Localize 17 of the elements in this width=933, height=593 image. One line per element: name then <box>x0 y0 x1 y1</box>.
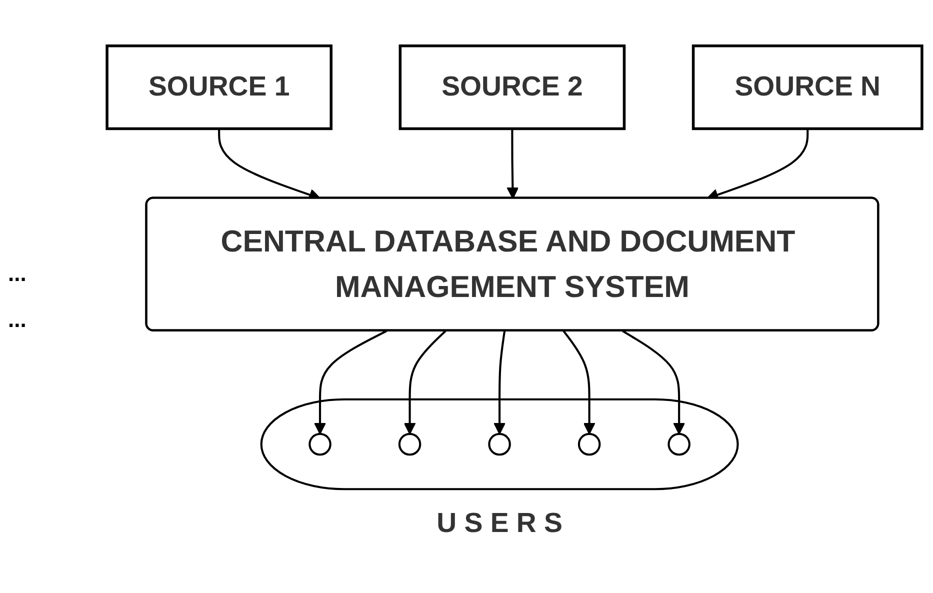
arrow <box>493 330 506 434</box>
ellipsis-note: ... <box>8 306 28 332</box>
node-circle <box>488 432 511 456</box>
arrow <box>562 330 596 434</box>
node-circle <box>308 432 332 456</box>
node-box: SOURCE 1 <box>106 44 332 130</box>
arrow <box>314 330 387 434</box>
node-box: SOURCE 2 <box>398 44 626 130</box>
node-circle <box>668 432 690 456</box>
arrow <box>506 128 519 199</box>
arrow <box>622 330 686 434</box>
arrow <box>404 330 446 434</box>
ellipsis-note: ... <box>8 260 28 286</box>
node-box: SOURCE N <box>692 44 924 130</box>
node-label: U S E R S <box>436 508 562 539</box>
node-circle <box>578 432 601 456</box>
node-circle <box>398 432 422 456</box>
